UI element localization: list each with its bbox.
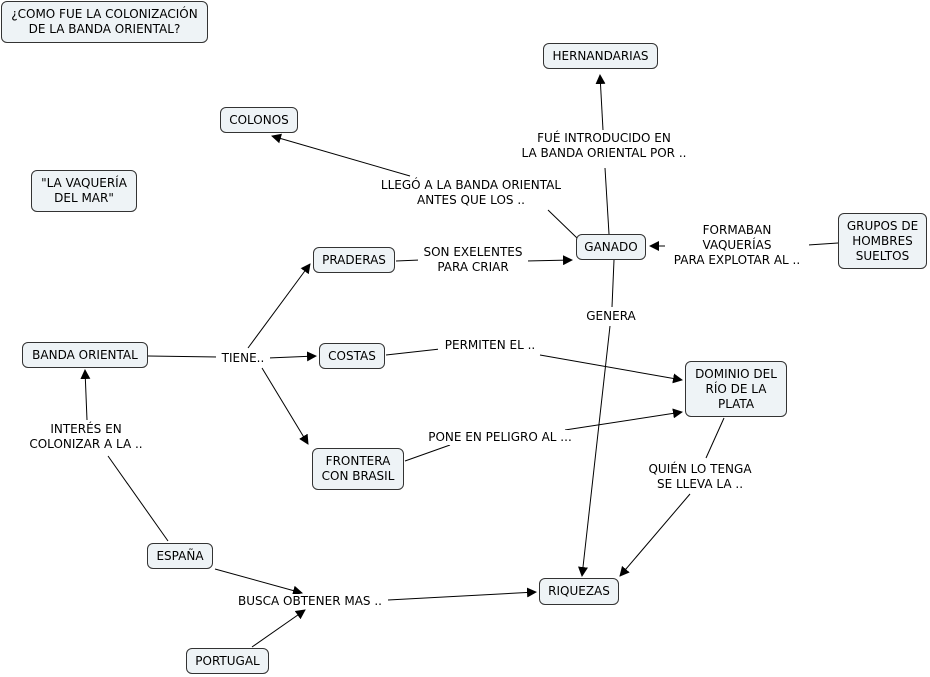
edge-banda-label-tiene	[147, 355, 219, 358]
label-permiten: PERMITEN EL ..	[438, 338, 542, 353]
edge-interes-banda	[80, 369, 91, 421]
label-quien: QUIÉN LO TENGA SE LLEVA LA ..	[640, 462, 760, 492]
node-banda-oriental[interactable]: BANDA ORIENTAL	[22, 342, 148, 368]
edge-son-ganado	[525, 255, 573, 266]
label-fue-introducido: FUÉ INTRODUCIDO EN LA BANDA ORIENTAL POR…	[514, 131, 694, 161]
node-title[interactable]: ¿COMO FUE LA COLONIZACIÓN DE LA BANDA OR…	[1, 1, 208, 43]
edge-praderas-label-son	[395, 259, 421, 262]
label-son-exelentes: SON EXELENTES PARA CRIAR	[418, 245, 528, 275]
edge-tiene-frontera	[261, 367, 309, 445]
edge-tiene-praderas	[247, 263, 311, 349]
edge-quien-riquezas	[619, 493, 691, 577]
node-portugal[interactable]: PORTUGAL	[186, 648, 269, 674]
edge-ganado-label-llego	[547, 209, 578, 239]
node-grupos[interactable]: GRUPOS DE HOMBRES SUELTOS	[838, 213, 927, 269]
edge-permiten-dominio	[539, 354, 683, 384]
node-hernandarias[interactable]: HERNANDARIAS	[543, 43, 658, 69]
node-ganado[interactable]: GANADO	[576, 234, 646, 260]
label-pone: PONE EN PELIGRO AL ...	[420, 430, 580, 445]
node-frontera[interactable]: FRONTERA CON BRASIL	[312, 448, 404, 490]
edge-tiene-costas	[267, 351, 317, 362]
node-costas[interactable]: COSTAS	[319, 343, 385, 369]
edge-espana-label-interes	[107, 455, 169, 542]
edge-pone-dominio	[564, 408, 683, 431]
node-riquezas[interactable]: RIQUEZAS	[539, 578, 619, 605]
edge-dominio-label-quien	[705, 417, 725, 459]
label-llego: LLEGÓ A LA BANDA ORIENTAL ANTES QUE LOS …	[371, 178, 571, 208]
edge-frontera-label-pone	[404, 444, 451, 462]
edge-ganado-label-introducido	[604, 167, 610, 235]
edge-llego-colonos	[271, 133, 411, 177]
node-praderas[interactable]: PRADERAS	[313, 247, 395, 273]
edge-costas-label-permiten	[385, 348, 441, 356]
label-tiene: TIENE..	[216, 351, 270, 366]
edge-ganado-label-genera	[611, 259, 615, 308]
edge-grupos-label-formaban	[807, 242, 839, 246]
label-genera: GENERA	[582, 309, 640, 324]
label-interes: INTERÉS EN COLONIZAR A LA ..	[20, 422, 152, 452]
edge-introducido-hernandarias	[595, 74, 606, 131]
node-dominio[interactable]: DOMINIO DEL RÍO DE LA PLATA	[685, 361, 787, 417]
node-vaqueria[interactable]: "LA VAQUERÍA DEL MAR"	[31, 170, 137, 212]
edge-espana-label-busca	[214, 568, 303, 596]
node-espana[interactable]: ESPAÑA	[147, 543, 213, 569]
label-busca: BUSCA OBTENER MAS ..	[232, 594, 388, 609]
label-formaban: FORMABAN VAQUERÍAS PARA EXPLOTAR AL ..	[665, 223, 809, 268]
edge-busca-riquezas	[387, 587, 537, 601]
edge-portugal-label-busca	[251, 609, 306, 648]
edge-genera-riquezas	[578, 325, 611, 577]
node-colonos[interactable]: COLONOS	[220, 107, 298, 133]
